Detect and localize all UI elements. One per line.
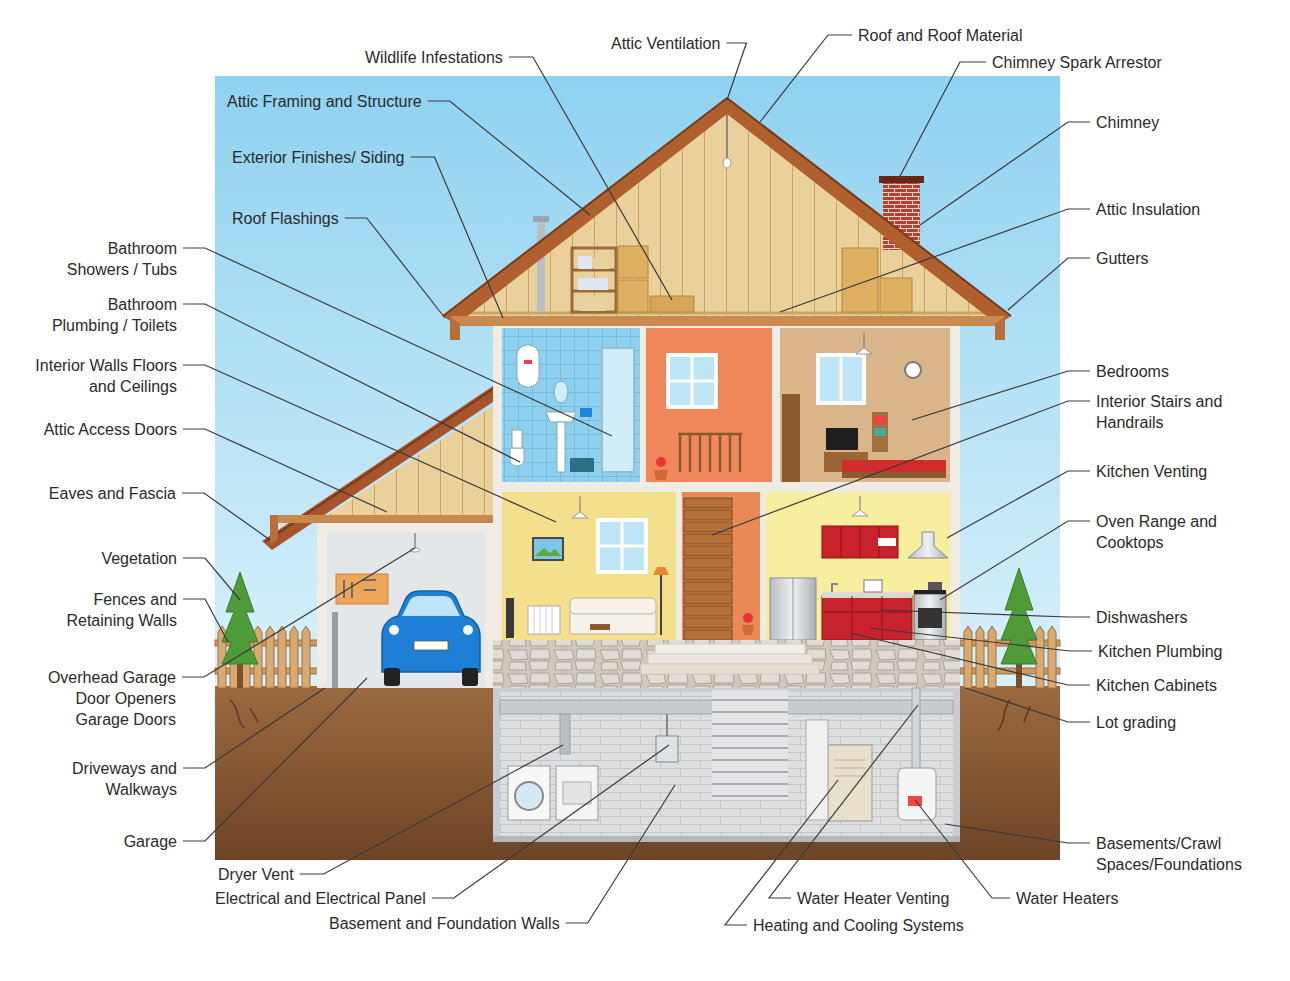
callout-label: Lot grading (1096, 712, 1176, 733)
callout-label: Dryer Vent (218, 864, 294, 885)
callout-label: Bedrooms (1096, 361, 1169, 382)
leader-line (760, 35, 852, 122)
callout-label: Kitchen Venting (1096, 461, 1207, 482)
leader-line (726, 43, 746, 100)
callout-label: Electrical and Electrical Panel (215, 888, 426, 909)
leader-line (509, 57, 672, 300)
callout-label: Attic Ventilation (611, 33, 720, 54)
leader-line (850, 633, 1090, 685)
leader-line (183, 688, 325, 768)
leader-line (780, 209, 1090, 312)
leader-line (183, 365, 556, 522)
callout-label: Roof Flashings (232, 208, 339, 229)
callout-label: Bathroom Showers / Tubs (52, 238, 177, 280)
leader-line (947, 471, 1090, 538)
leader-line (183, 599, 228, 642)
leader-line (1008, 258, 1090, 310)
callout-label: Wildlife Infestations (365, 47, 503, 68)
callout-label: Overhead Garage Door Openers Garage Door… (36, 667, 176, 730)
callout-label: Bathroom Plumbing / Toilets (37, 294, 177, 336)
leader-line (432, 745, 669, 898)
callout-label: Heating and Cooling Systems (753, 915, 964, 936)
callout-label: Interior Stairs and Handrails (1096, 391, 1231, 433)
leader-line (183, 558, 240, 600)
callout-label: Basement and Foundation Walls (329, 913, 560, 934)
leader-line (769, 705, 918, 898)
leader-line (920, 122, 1090, 225)
callout-label: Attic Framing and Structure (227, 91, 422, 112)
leader-line (912, 371, 1090, 420)
callout-label: Vegetation (101, 548, 177, 569)
leader-line (965, 688, 1090, 722)
leader-line (566, 785, 675, 923)
callout-label: Kitchen Cabinets (1096, 675, 1217, 696)
callout-label: Water Heaters (1016, 888, 1119, 909)
callout-label: Dishwashers (1096, 607, 1188, 628)
leader-line (183, 248, 612, 436)
callout-label: Chimney Spark Arrestor (992, 52, 1162, 73)
leader-line (183, 304, 520, 462)
leader-line (870, 628, 1092, 651)
leader-line (182, 493, 270, 540)
callout-label: Gutters (1096, 248, 1148, 269)
callout-label: Driveways and Walkways (57, 758, 177, 800)
callout-label: Water Heater Venting (797, 888, 949, 909)
callout-label: Attic Access Doors (44, 419, 177, 440)
leader-line (940, 521, 1090, 600)
callout-label: Oven Range and Cooktops (1096, 511, 1224, 553)
leader-line (945, 824, 1090, 843)
callout-label: Chimney (1096, 112, 1159, 133)
leader-line (411, 157, 503, 318)
leader-line (300, 745, 563, 874)
callout-label: Exterior Finishes/ Siding (232, 147, 405, 168)
callout-label: Garage (124, 831, 177, 852)
leader-line (182, 548, 415, 677)
leader-line (712, 401, 1090, 535)
callout-label: Eaves and Fascia (49, 483, 176, 504)
callout-label: Basements/Crawl Spaces/Foundations (1096, 833, 1261, 875)
leader-line (345, 218, 445, 318)
callout-label: Roof and Roof Material (858, 25, 1023, 46)
callout-label: Fences and Retaining Walls (52, 589, 177, 631)
callout-label: Attic Insulation (1096, 199, 1200, 220)
callout-label: Interior Walls Floors and Ceilings (22, 355, 177, 397)
leader-line (898, 62, 986, 180)
leader-line (183, 678, 367, 841)
leader-line (880, 610, 1090, 617)
leader-line (915, 800, 1010, 898)
callout-label: Kitchen Plumbing (1098, 641, 1223, 662)
